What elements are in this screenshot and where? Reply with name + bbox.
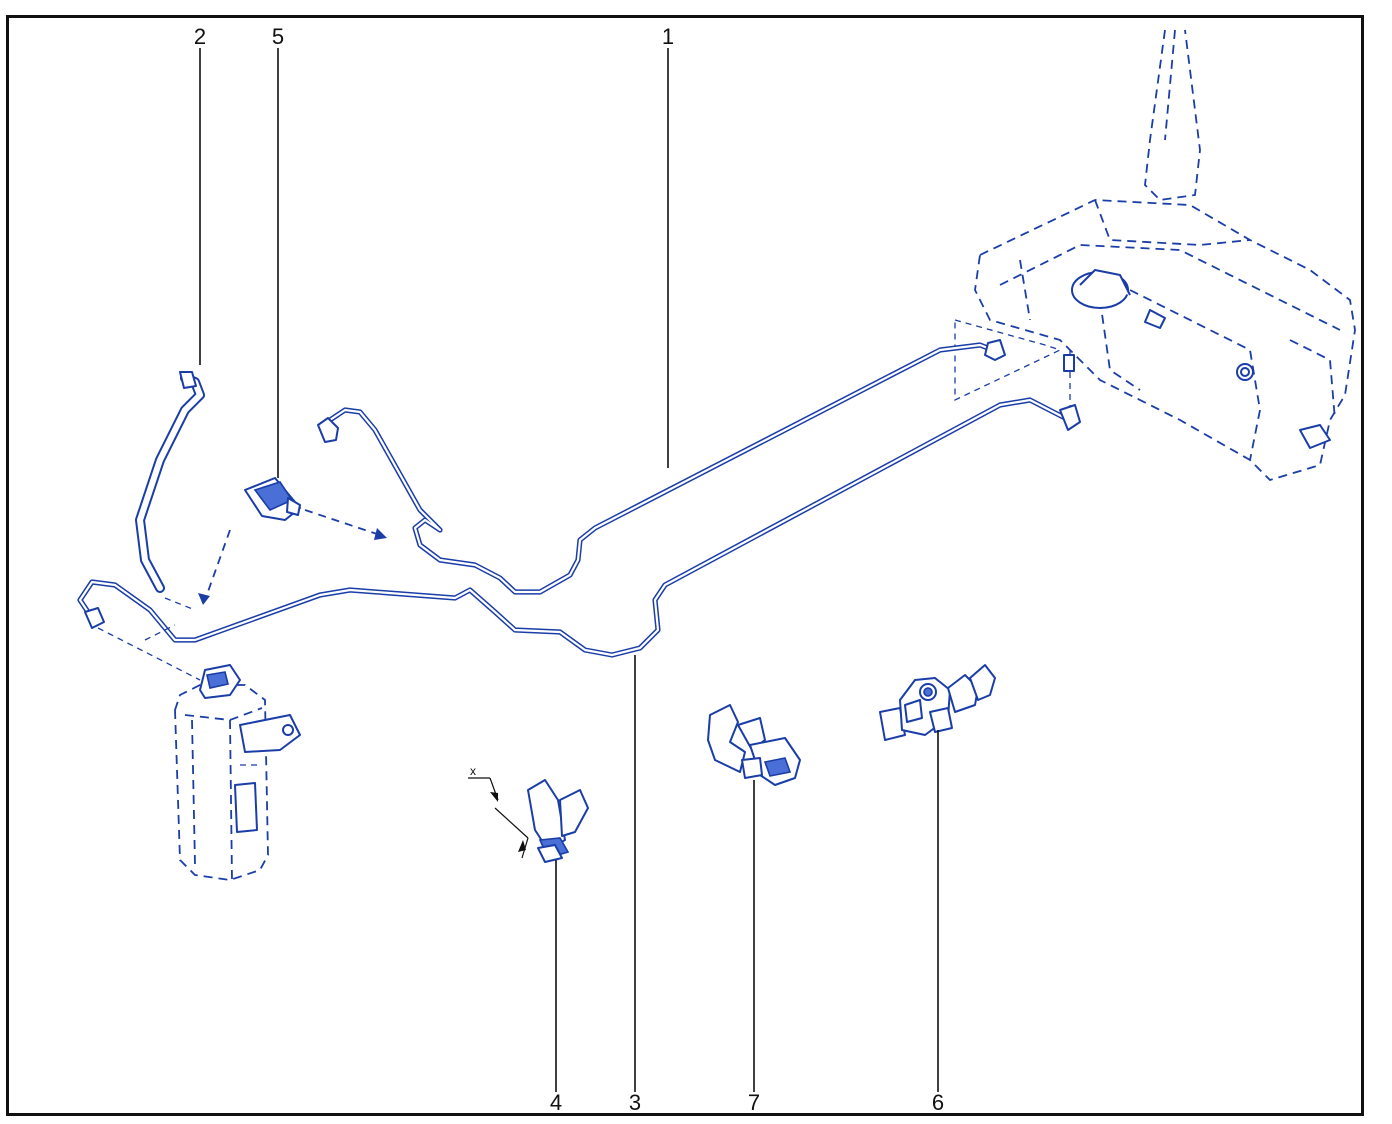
hose-2 bbox=[135, 371, 205, 593]
charcoal-canister-outline bbox=[174, 664, 301, 881]
callout-6: 6 bbox=[932, 1090, 944, 1115]
pipe-1 bbox=[317, 339, 1006, 595]
callout-7: 7 bbox=[748, 1090, 760, 1115]
assembly-guide-lines bbox=[97, 597, 201, 681]
callout-4: 4 bbox=[550, 1090, 562, 1115]
clip-4 bbox=[527, 779, 589, 863]
clip-6 bbox=[879, 664, 996, 741]
callout-1: 1 bbox=[662, 24, 674, 49]
callout-2: 2 bbox=[194, 24, 206, 49]
fuel-tank-outline bbox=[954, 29, 1356, 482]
diagram-frame bbox=[6, 15, 1364, 1116]
callout-5: 5 bbox=[272, 24, 284, 49]
callout-3: 3 bbox=[629, 1090, 641, 1115]
clip-7 bbox=[707, 704, 801, 786]
clip-4-dimension: x bbox=[468, 764, 529, 859]
pipe-3 bbox=[77, 397, 1081, 658]
connector-5 bbox=[198, 477, 387, 605]
dimension-x-label: x bbox=[470, 764, 476, 778]
